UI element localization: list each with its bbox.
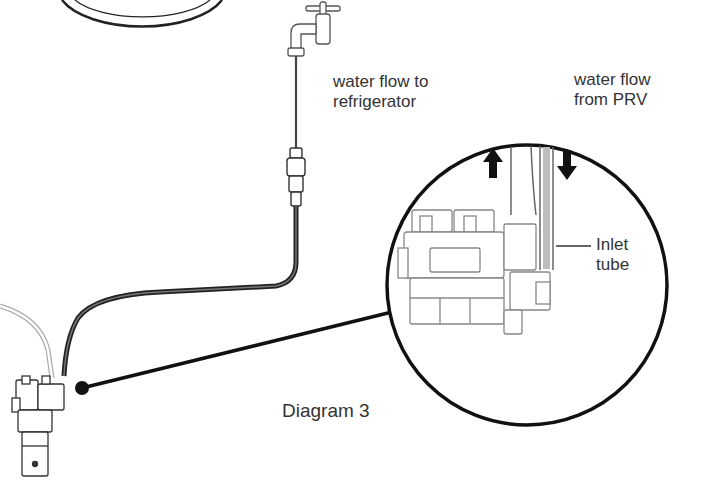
part-label: Inlet tube — [596, 235, 652, 274]
hose-highlight — [64, 206, 296, 376]
grey-tube — [0, 306, 52, 378]
valve-closeup — [398, 210, 550, 334]
arrow-up — [483, 148, 503, 178]
partial-circle-inner — [75, 0, 210, 17]
pointer-dot — [75, 381, 89, 395]
hose-connector — [287, 148, 305, 206]
magnifier-circle — [387, 145, 667, 425]
valve-assembly — [12, 376, 64, 476]
partial-circle — [62, 0, 222, 26]
hose — [295, 56, 297, 150]
flow-label: water flow to refrigerator — [333, 72, 483, 111]
pointer-line — [82, 312, 392, 388]
grey-tube-inner — [0, 306, 52, 378]
leader-line — [556, 245, 591, 246]
flow-label: water flow from PRV — [574, 70, 686, 109]
arrow-down — [557, 150, 577, 180]
faucet — [288, 2, 340, 56]
hose-to-valve — [64, 206, 296, 376]
caption: Diagram 3 — [282, 400, 412, 422]
